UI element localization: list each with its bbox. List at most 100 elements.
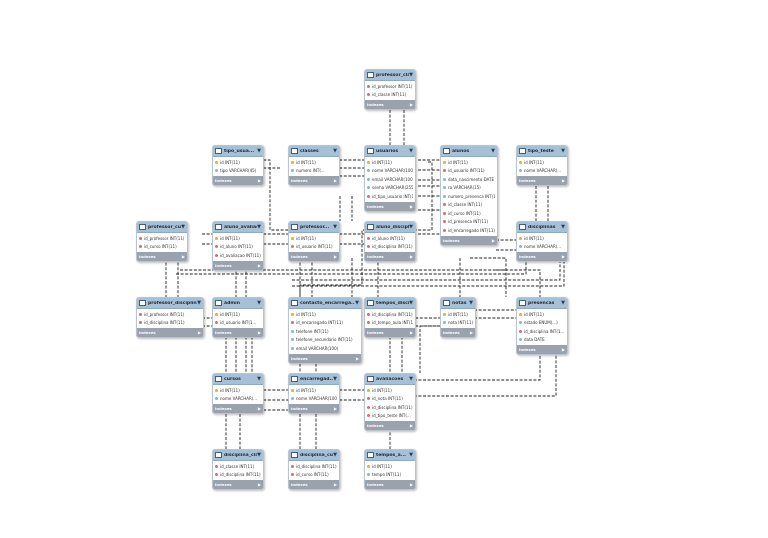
indexes-footer[interactable]: Indexes▶ <box>213 480 263 489</box>
column-row[interactable]: id INT(11) <box>289 158 339 167</box>
column-row[interactable]: id_usuario INT(11) <box>441 167 497 176</box>
collapse-arrow-icon[interactable]: ▼ <box>561 224 565 230</box>
column-row[interactable]: id INT(11) <box>213 234 263 243</box>
column-row[interactable]: data DATE <box>517 336 567 345</box>
table-admin[interactable]: admin▼id INT(11)id_usuario INT(1...Index… <box>212 297 264 338</box>
table-professor-disciplina[interactable]: professor_disciplina▼id_professor INT(11… <box>136 297 204 338</box>
column-row[interactable]: id INT(11) <box>365 386 415 395</box>
indexes-footer[interactable]: Indexes▶ <box>441 235 497 245</box>
expand-arrow-icon[interactable]: ▶ <box>561 254 565 259</box>
column-row[interactable]: id_professor INT(11) <box>137 234 187 243</box>
column-row[interactable]: senha VARCHAR(255) <box>365 184 415 193</box>
indexes-footer[interactable]: Indexes▶ <box>213 176 263 185</box>
column-row[interactable]: id_presenca INT(11) <box>441 218 497 227</box>
indexes-footer[interactable]: Indexes▶ <box>213 328 263 337</box>
column-row[interactable]: id_avaliacao INT(11) <box>213 251 263 260</box>
expand-arrow-icon[interactable]: ▶ <box>491 237 495 243</box>
column-row[interactable]: id_classe INT(11) <box>365 91 415 100</box>
table-header[interactable]: tipo_usua...▼ <box>213 146 263 157</box>
column-row[interactable]: id_disciplina INT(11) <box>137 319 203 328</box>
collapse-arrow-icon[interactable]: ▼ <box>333 148 337 154</box>
column-row[interactable]: tipo VARCHAR(45) <box>213 167 263 176</box>
expand-arrow-icon[interactable]: ▶ <box>181 254 185 259</box>
indexes-footer[interactable]: Indexes▶ <box>365 328 415 337</box>
collapse-arrow-icon[interactable]: ▼ <box>257 452 261 458</box>
table-tipo-teste[interactable]: tipo_teste▼id INT(11)nome VARCHAR(...Ind… <box>516 145 568 186</box>
table-notas[interactable]: notas▼id INT(11)nota INT(11)Indexes▶ <box>440 297 476 338</box>
column-row[interactable]: id_encarregado INT(11) <box>441 226 497 235</box>
table-header[interactable]: encarregad...▼ <box>289 374 339 385</box>
table-professores[interactable]: professor...▼id INT(11)id_usuario INT(11… <box>288 221 340 262</box>
column-row[interactable]: id_disciplina INT(1... <box>517 327 567 336</box>
collapse-arrow-icon[interactable]: ▼ <box>257 148 261 154</box>
column-row[interactable]: telefone INT(11) <box>289 327 361 336</box>
column-row[interactable]: id_curso INT(11) <box>137 243 187 252</box>
collapse-arrow-icon[interactable]: ▼ <box>333 376 337 382</box>
column-row[interactable]: id_tempo_aula INT(11) <box>365 319 415 328</box>
table-avaliacoes[interactable]: avaliacoes▼id INT(11)id_nota INT(11)id_d… <box>364 373 416 431</box>
collapse-arrow-icon[interactable]: ▼ <box>257 224 261 230</box>
collapse-arrow-icon[interactable]: ▼ <box>409 300 413 306</box>
table-disciplina-curso[interactable]: disciplina_cur...▼id_disciplina INT(11)i… <box>288 449 340 490</box>
column-row[interactable]: estado ENUM(...) <box>517 319 567 328</box>
table-professor-classe[interactable]: professor_clas...▼id_professor INT(11)id… <box>364 69 416 110</box>
indexes-footer[interactable]: Indexes▶ <box>289 353 361 363</box>
indexes-footer[interactable]: Indexes▶ <box>517 252 567 261</box>
column-row[interactable]: telefone_secundario INT(11) <box>289 336 361 345</box>
table-header[interactable]: tipo_teste▼ <box>517 146 567 157</box>
expand-arrow-icon[interactable]: ▶ <box>333 482 337 487</box>
table-header[interactable]: contacto_encarrega...▼ <box>289 298 361 309</box>
expand-arrow-icon[interactable]: ▶ <box>355 355 359 361</box>
column-row[interactable]: email VARCHAR(100) <box>365 175 415 184</box>
indexes-footer[interactable]: Indexes▶ <box>365 480 415 489</box>
indexes-footer[interactable]: Indexes▶ <box>213 404 263 413</box>
table-disciplina-classe[interactable]: disciplina_clas...▼id_classe INT(11)id_d… <box>212 449 264 490</box>
expand-arrow-icon[interactable]: ▶ <box>333 254 337 259</box>
column-row[interactable]: nome VARCHAR(... <box>213 395 263 404</box>
table-tipo-usuario[interactable]: tipo_usua...▼id INT(11)tipo VARCHAR(45)I… <box>212 145 264 186</box>
column-row[interactable]: numero INT(... <box>289 167 339 176</box>
table-encarregados[interactable]: encarregad...▼id INT(11)nome VARCHAR(100… <box>288 373 340 414</box>
table-header[interactable]: avaliacoes▼ <box>365 374 415 385</box>
column-row[interactable]: id INT(11) <box>289 310 361 319</box>
expand-arrow-icon[interactable]: ▶ <box>409 482 413 487</box>
indexes-footer[interactable]: Indexes▶ <box>289 404 339 413</box>
column-row[interactable]: id_classe INT(11) <box>213 462 263 471</box>
expand-arrow-icon[interactable]: ▶ <box>409 423 413 428</box>
collapse-arrow-icon[interactable]: ▼ <box>355 300 359 306</box>
collapse-arrow-icon[interactable]: ▼ <box>333 452 337 458</box>
table-header[interactable]: disciplina_clas...▼ <box>213 450 263 461</box>
column-row[interactable]: id INT(11) <box>517 158 567 167</box>
column-row[interactable]: id_curso INT(11) <box>289 471 339 480</box>
table-header[interactable]: admin▼ <box>213 298 263 309</box>
table-professor-curso[interactable]: professor_cur...▼id_professor INT(11)id_… <box>136 221 188 262</box>
column-row[interactable]: data_nascimento DATE <box>441 175 497 184</box>
column-row[interactable]: id_tipo_usuario INT(1... <box>365 192 415 201</box>
collapse-arrow-icon[interactable]: ▼ <box>409 224 413 230</box>
expand-arrow-icon[interactable]: ▶ <box>409 330 413 335</box>
indexes-footer[interactable]: Indexes▶ <box>289 480 339 489</box>
table-header[interactable]: notas▼ <box>441 298 475 309</box>
column-row[interactable]: email VARCHAR(100) <box>289 344 361 353</box>
column-row[interactable]: id_disciplina INT(11) <box>365 310 415 319</box>
indexes-footer[interactable]: Indexes▶ <box>517 345 567 354</box>
collapse-arrow-icon[interactable]: ▼ <box>409 72 413 78</box>
indexes-footer[interactable]: Indexes▶ <box>137 328 203 337</box>
column-row[interactable]: id_aluno INT(11) <box>365 234 415 243</box>
indexes-footer[interactable]: Indexes▶ <box>365 201 415 211</box>
table-cursos[interactable]: cursos▼id INT(11)nome VARCHAR(...Indexes… <box>212 373 264 414</box>
expand-arrow-icon[interactable]: ▶ <box>333 178 337 183</box>
column-row[interactable]: id INT(11) <box>289 386 339 395</box>
collapse-arrow-icon[interactable]: ▼ <box>561 148 565 154</box>
column-row[interactable]: id_tipo_teste INT(... <box>365 412 415 421</box>
column-row[interactable]: id_disciplina INT(11) <box>213 471 263 480</box>
table-presencas[interactable]: presencas▼id INT(11)estado ENUM(...)id_d… <box>516 297 568 355</box>
table-header[interactable]: aluno_avaliac...▼ <box>213 222 263 233</box>
column-row[interactable]: id INT(11) <box>441 310 475 319</box>
table-header[interactable]: professor_cur...▼ <box>137 222 187 233</box>
column-row[interactable]: nome VARCHAR(100) <box>365 167 415 176</box>
column-row[interactable]: nome VARCHAR(... <box>517 167 567 176</box>
expand-arrow-icon[interactable]: ▶ <box>197 330 201 335</box>
column-row[interactable]: id_usuario INT(1... <box>213 319 263 328</box>
indexes-footer[interactable]: Indexes▶ <box>365 100 415 109</box>
